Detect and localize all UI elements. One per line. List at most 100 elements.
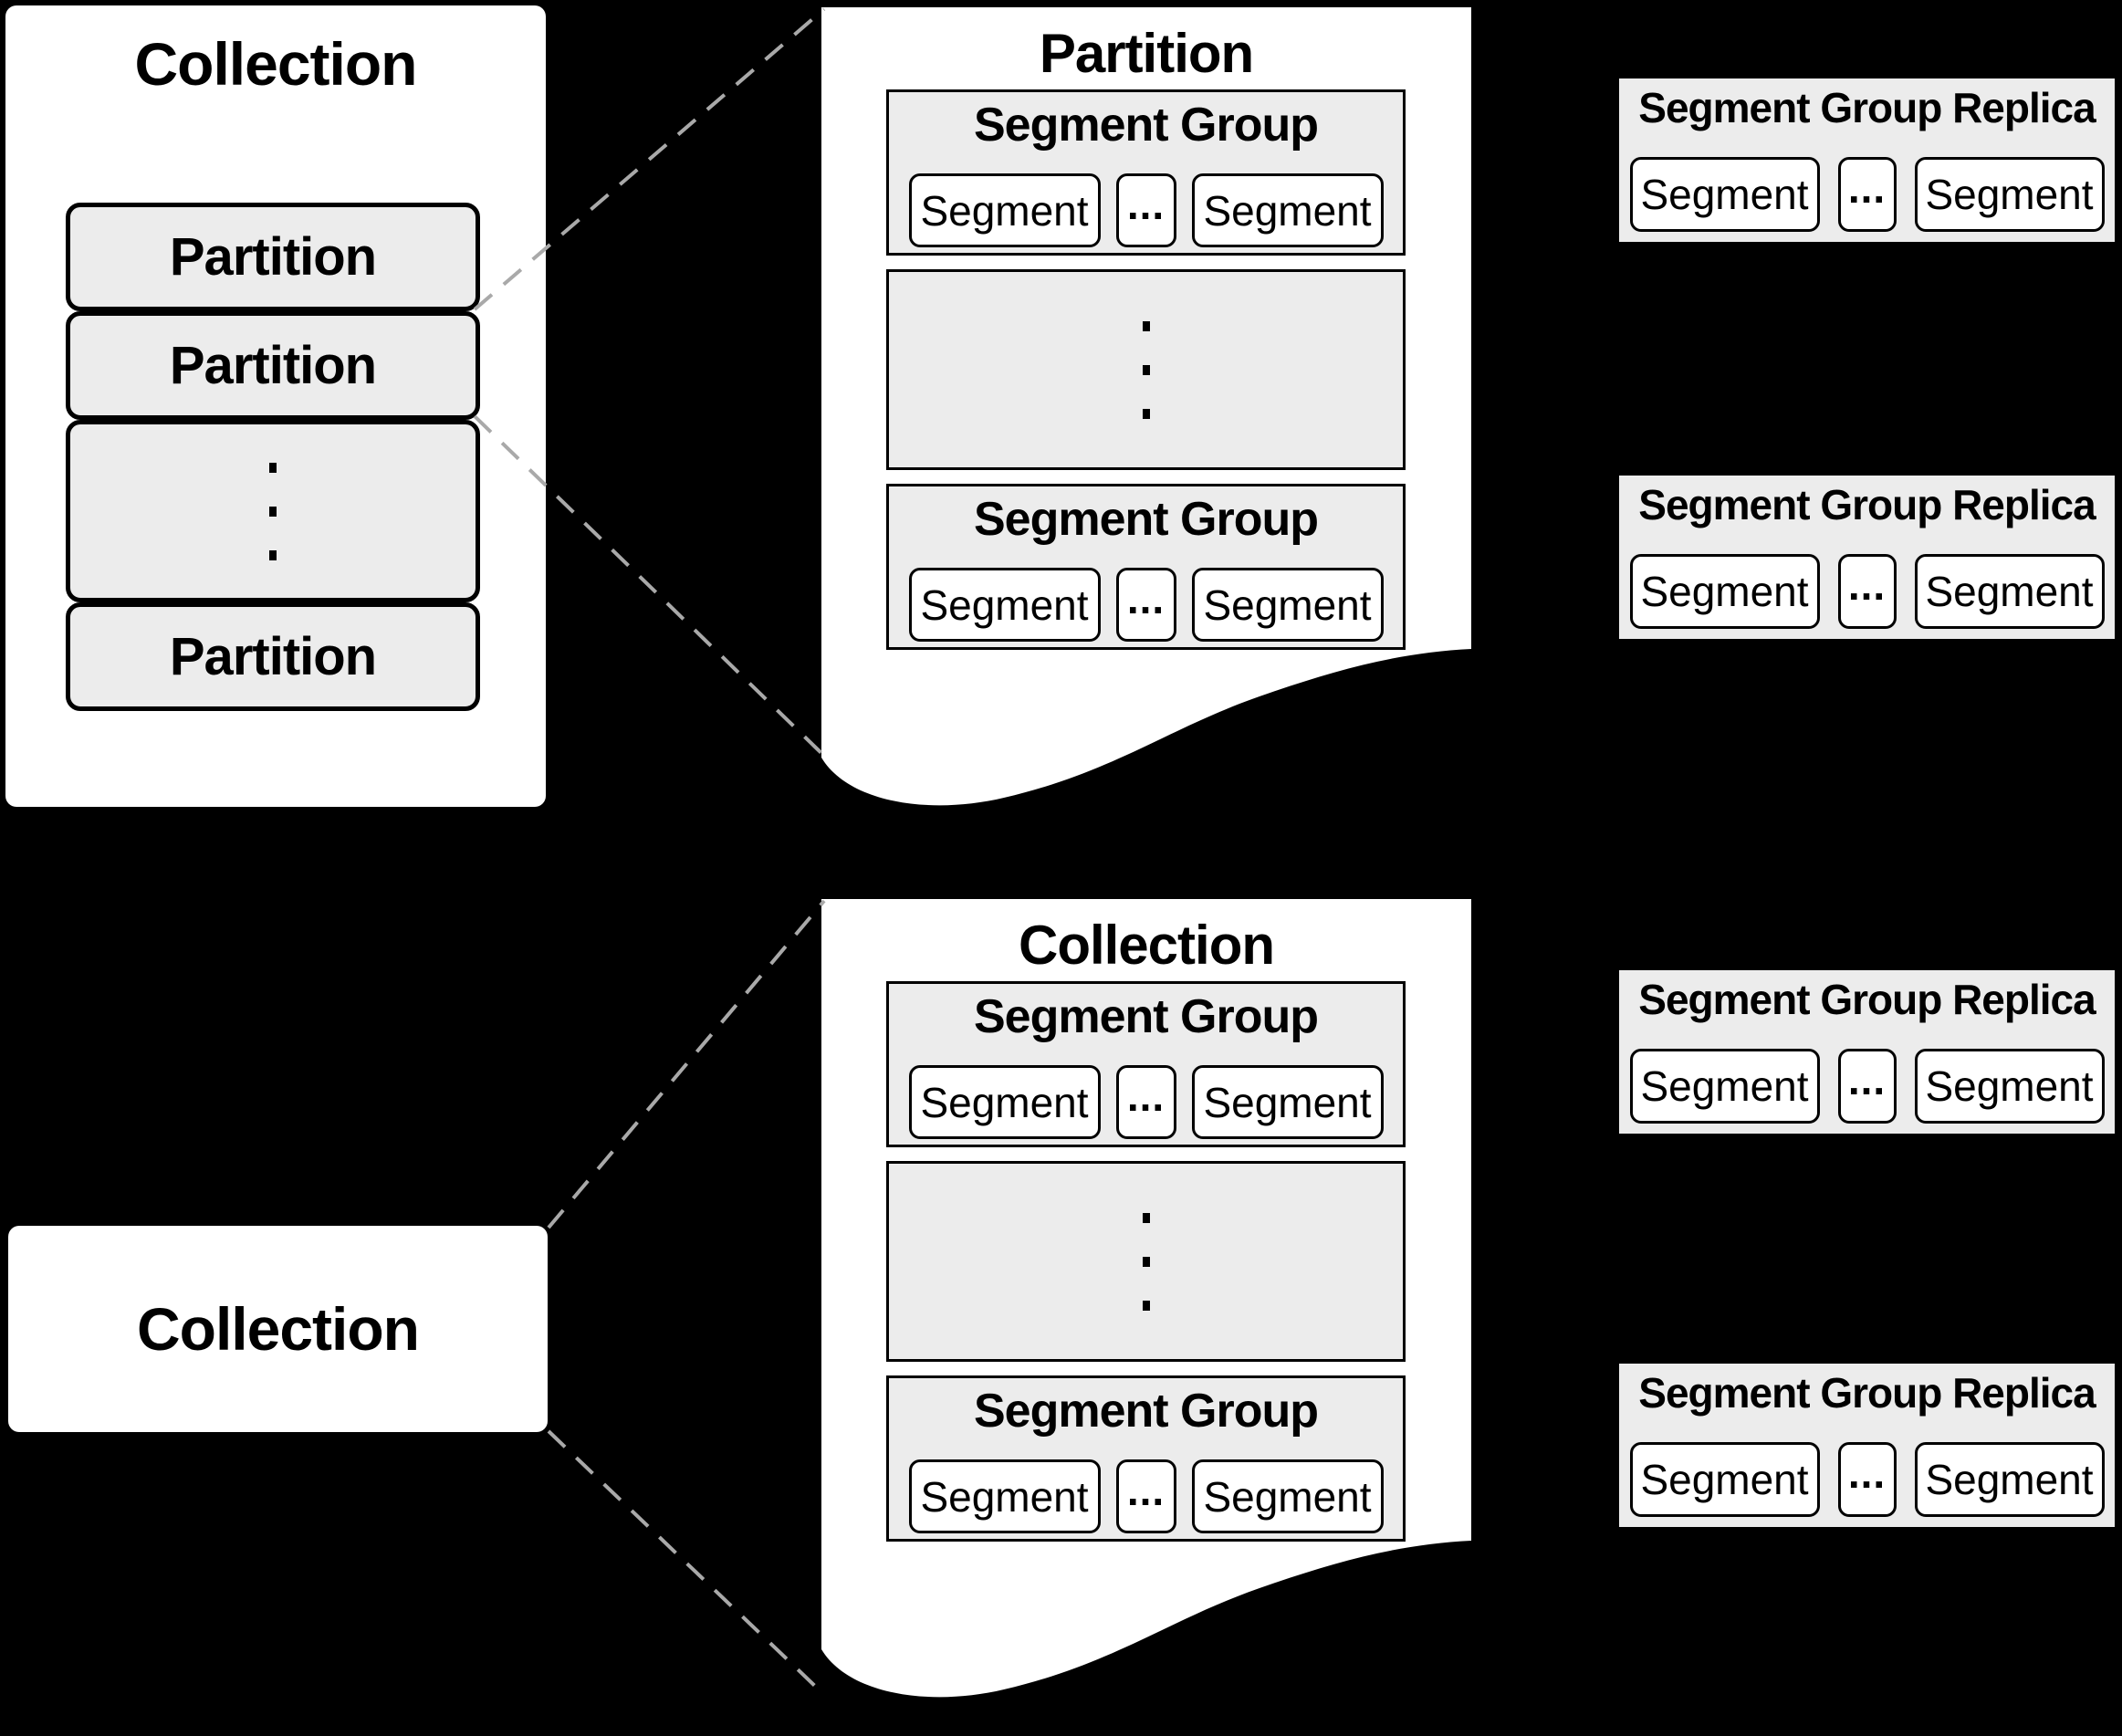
segment-group-box: Segment Group Segment ... Segment: [886, 981, 1406, 1147]
segment-box: Segment: [1629, 157, 1820, 232]
segment-label: Segment: [920, 580, 1089, 629]
segment-box: Segment: [1191, 173, 1384, 247]
dot: [269, 549, 277, 560]
partition-row-1-label: Partition: [169, 227, 377, 287]
vertical-ellipsis-icon: [1142, 1212, 1150, 1311]
partition-page: Partition Segment Group Segment ... Segm…: [821, 7, 1471, 810]
partition-row-2-label: Partition: [169, 336, 377, 395]
segment-box: Segment: [908, 1459, 1101, 1533]
segment-group-title: Segment Group: [973, 493, 1319, 546]
segment-row: Segment ... Segment: [1619, 1442, 2115, 1517]
segment-group-replica-box-4: Segment Group Replica Segment ... Segmen…: [1619, 1364, 2115, 1527]
connector-collection-to-page-top: [547, 899, 826, 1229]
segment-group-box: Segment Group Segment ... Segment: [886, 89, 1406, 256]
vertical-ellipsis-icon: [269, 462, 277, 560]
segment-box: Segment: [1191, 1065, 1384, 1139]
dot: [1142, 320, 1150, 331]
segment-label: Segment: [1640, 171, 1809, 218]
segment-label: Segment: [1925, 171, 2094, 218]
ellipsis-label: ...: [1847, 1449, 1887, 1497]
dot: [269, 462, 277, 473]
segment-box: Segment: [908, 1065, 1101, 1139]
partition-row-3-label: Partition: [169, 627, 377, 686]
segment-box: Segment: [1914, 1442, 2105, 1517]
ellipsis-label: ...: [1847, 561, 1887, 609]
segment-group-replica-box-2: Segment Group Replica Segment ... Segmen…: [1619, 476, 2115, 639]
segment-label: Segment: [920, 1472, 1089, 1521]
segment-row: Segment ... Segment: [1619, 554, 2115, 629]
segment-label: Segment: [1203, 186, 1372, 235]
dot: [1142, 1256, 1150, 1267]
segment-label: Segment: [1640, 568, 1809, 615]
segment-box: Segment: [1629, 1442, 1820, 1517]
segment-group-more-box: [886, 269, 1406, 470]
dot: [1142, 364, 1150, 375]
ellipsis-label: ...: [1126, 1466, 1166, 1514]
dot: [1142, 1300, 1150, 1311]
segment-row: Segment ... Segment: [1619, 157, 2115, 232]
ellipsis-label: ...: [1847, 164, 1887, 212]
segment-label: Segment: [1925, 1062, 2094, 1110]
partition-row-1: Partition: [66, 203, 480, 311]
segment-row: Segment ... Segment: [889, 1459, 1403, 1533]
connector-collection-to-page-bottom: [547, 1429, 821, 1692]
ellipsis-box: ...: [1115, 1459, 1176, 1533]
ellipsis-box: ...: [1115, 1065, 1176, 1139]
ellipsis-box: ...: [1837, 157, 1897, 232]
segment-row: Segment ... Segment: [1619, 1049, 2115, 1124]
segment-row: Segment ... Segment: [889, 1065, 1403, 1139]
vertical-ellipsis-icon: [1142, 320, 1150, 419]
segment-box: Segment: [1629, 554, 1820, 629]
segment-label: Segment: [1925, 568, 2094, 615]
partition-row-2: Partition: [66, 311, 480, 420]
collection-page: Collection Segment Group Segment ... Seg…: [821, 899, 1471, 1702]
segment-label: Segment: [1203, 1078, 1372, 1126]
ellipsis-label: ...: [1126, 574, 1166, 622]
ellipsis-box: ...: [1115, 568, 1176, 642]
replica-title: Segment Group Replica: [1638, 976, 2096, 1023]
segment-label: Segment: [920, 186, 1089, 235]
segment-box: Segment: [1191, 1459, 1384, 1533]
segment-label: Segment: [1640, 1062, 1809, 1110]
segment-label: Segment: [920, 1078, 1089, 1126]
replica-title: Segment Group Replica: [1638, 1369, 2096, 1417]
segment-group-box: Segment Group Segment ... Segment: [886, 1375, 1406, 1542]
segment-box: Segment: [1191, 568, 1384, 642]
segment-box: Segment: [1914, 157, 2105, 232]
segment-group-title: Segment Group: [973, 99, 1319, 152]
collection-panel-title: Collection: [134, 30, 417, 98]
segment-box: Segment: [908, 173, 1101, 247]
partition-row-3: Partition: [66, 602, 480, 711]
segment-group-replica-box-1: Segment Group Replica Segment ... Segmen…: [1619, 78, 2115, 242]
segment-group-box: Segment Group Segment ... Segment: [886, 484, 1406, 650]
collection-node-title: Collection: [136, 1295, 420, 1363]
segment-group-more-box: [886, 1161, 1406, 1362]
segment-row: Segment ... Segment: [889, 568, 1403, 642]
ellipsis-label: ...: [1847, 1056, 1887, 1103]
segment-row: Segment ... Segment: [889, 173, 1403, 247]
ellipsis-label: ...: [1126, 1072, 1166, 1120]
segment-box: Segment: [1629, 1049, 1820, 1124]
partition-page-title: Partition: [1039, 23, 1254, 84]
segment-group-title: Segment Group: [973, 1385, 1319, 1438]
dot: [269, 506, 277, 517]
replica-title: Segment Group Replica: [1638, 84, 2096, 131]
collection-page-title: Collection: [1018, 915, 1275, 976]
collection-node: Collection: [8, 1226, 548, 1432]
segment-box: Segment: [1914, 554, 2105, 629]
dot: [1142, 408, 1150, 419]
segment-label: Segment: [1203, 580, 1372, 629]
ellipsis-box: ...: [1837, 554, 1897, 629]
segment-label: Segment: [1203, 1472, 1372, 1521]
ellipsis-box: ...: [1837, 1049, 1897, 1124]
ellipsis-label: ...: [1126, 180, 1166, 228]
collection-panel: Collection Partition Partition Partition: [5, 5, 546, 807]
segment-group-title: Segment Group: [973, 990, 1319, 1043]
dot: [1142, 1212, 1150, 1223]
ellipsis-box: ...: [1837, 1442, 1897, 1517]
replica-title: Segment Group Replica: [1638, 481, 2096, 528]
segment-label: Segment: [1925, 1456, 2094, 1503]
ellipsis-box: ...: [1115, 173, 1176, 247]
segment-box: Segment: [908, 568, 1101, 642]
